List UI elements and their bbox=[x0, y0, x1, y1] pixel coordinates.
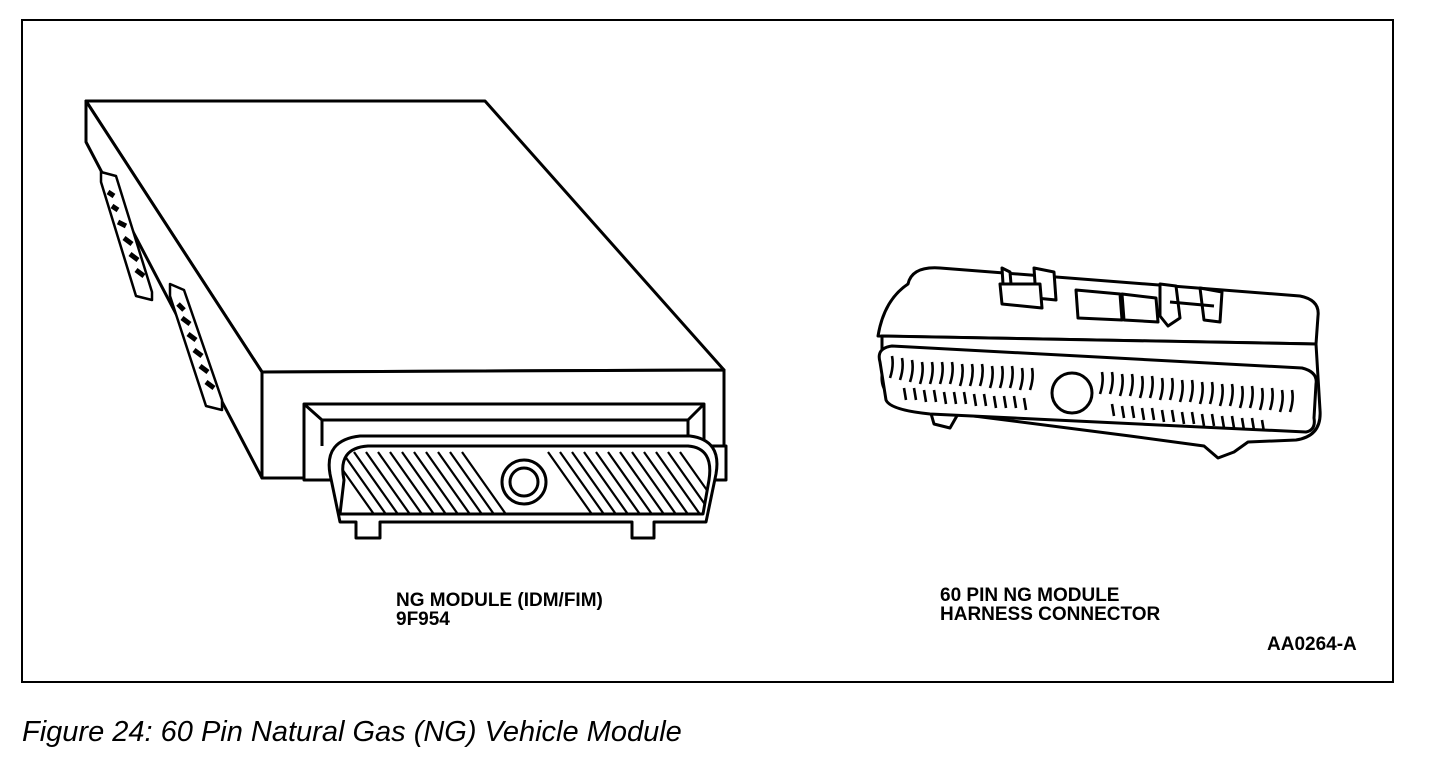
module-pin-hatching bbox=[340, 451, 710, 514]
connector-latch-center bbox=[1074, 288, 1124, 322]
ng-module-drawing bbox=[84, 99, 728, 540]
harness-connector-label-line1: 60 PIN NG MODULE bbox=[940, 585, 1120, 606]
harness-connector-label: 60 PIN NG MODULE HARNESS CONNECTOR bbox=[940, 586, 1160, 624]
side-port-upper bbox=[99, 170, 154, 302]
connector-latch-right bbox=[1158, 282, 1224, 328]
harness-connector-bolt bbox=[1050, 371, 1094, 415]
ng-module-label: NG MODULE (IDM/FIM) 9F954 bbox=[396, 591, 603, 629]
harness-connector-label-line2: HARNESS CONNECTOR bbox=[940, 604, 1161, 625]
figure-id: AA0264-A bbox=[1267, 634, 1357, 655]
ng-module-label-line1: NG MODULE (IDM/FIM) bbox=[396, 590, 603, 611]
harness-pin-marks bbox=[888, 355, 1294, 432]
side-port-lower bbox=[168, 282, 224, 412]
ng-module-part-number: 9F954 bbox=[396, 609, 450, 630]
harness-connector-drawing bbox=[876, 266, 1322, 460]
figure-caption: Figure 24: 60 Pin Natural Gas (NG) Vehic… bbox=[22, 716, 682, 748]
